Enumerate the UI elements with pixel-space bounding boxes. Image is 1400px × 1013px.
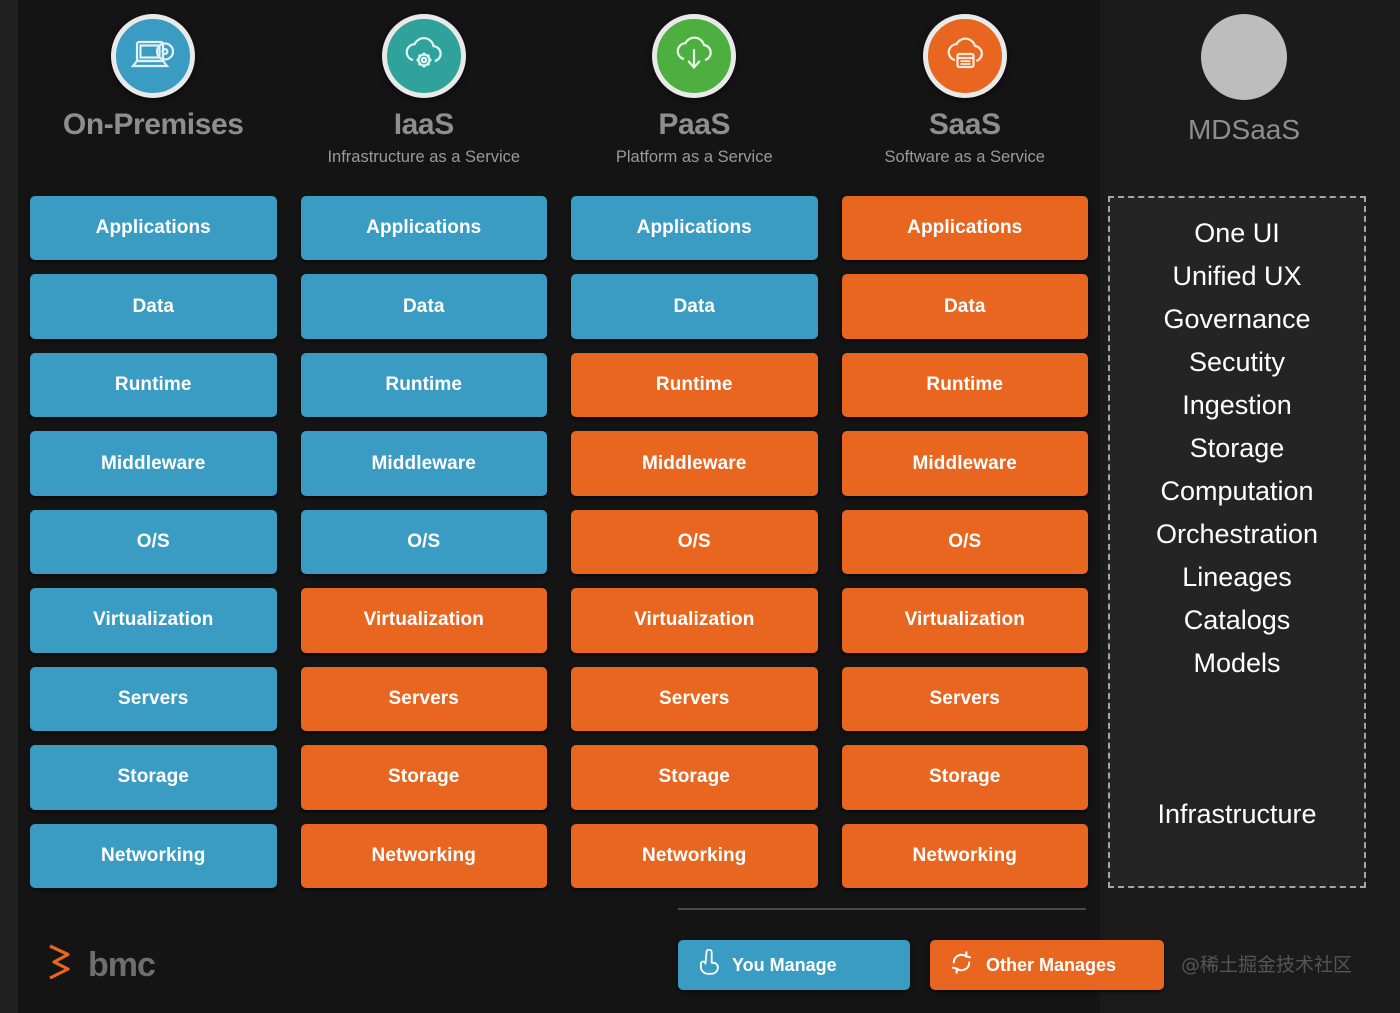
stack-cell[interactable]: O/S [841, 509, 1088, 575]
cloud-gear-icon [381, 14, 466, 98]
mdsaas-item: Unified UX [1172, 261, 1302, 291]
header-title: IaaS [393, 108, 455, 141]
legend-label: You Manage [732, 954, 837, 975]
gray-circle-icon [1201, 14, 1287, 100]
mdsaas-item: Ingestion [1182, 390, 1292, 420]
header-subtitle: Platform as a Service [615, 148, 773, 166]
stack-cell[interactable]: Servers [300, 666, 547, 732]
bmc-chevron-icon [44, 942, 78, 987]
left-edge-strip [0, 0, 18, 1013]
stack-cell[interactable]: Middleware [841, 431, 1088, 496]
column-iaas: Applications Data Runtime Middleware O/S… [289, 196, 560, 888]
stack-cell[interactable]: Virtualization [571, 588, 818, 653]
stack-cell[interactable]: Storage [571, 745, 818, 810]
mdsaas-item: Governance [1163, 304, 1311, 334]
mdsaas-item: Catalogs [1183, 605, 1291, 635]
cloud-download-icon [652, 14, 737, 98]
legend: You Manage Other Manages [678, 940, 1164, 990]
header-title: SaaS [928, 108, 1001, 141]
mdsaas-capability-panel: One UI Unified UX Governance Secutity In… [1108, 196, 1366, 888]
mdsaas-item: Secutity [1188, 347, 1286, 377]
stack-cell[interactable]: Storage [300, 745, 547, 810]
stack-cell[interactable]: Servers [841, 666, 1088, 732]
stack-cell[interactable]: Storage [30, 745, 277, 810]
stack-cell[interactable]: Storage [841, 745, 1088, 810]
cloud-window-icon [922, 14, 1007, 98]
legend-other-manages[interactable]: Other Manages [930, 940, 1164, 990]
mdsaas-item: Computation [1160, 476, 1314, 506]
refresh-cycle-icon [948, 949, 975, 981]
header-title: PaaS [658, 108, 731, 141]
stack-cell[interactable]: Virtualization [300, 588, 547, 653]
header-title: MDSaaS [1187, 114, 1301, 145]
stack-cell[interactable]: Networking [571, 823, 818, 888]
stack-cell[interactable]: Runtime [571, 352, 818, 418]
stack-cell[interactable]: O/S [571, 509, 818, 575]
stack-cell[interactable]: Virtualization [841, 588, 1088, 653]
header-subtitle: Software as a Service [884, 148, 1046, 166]
mdsaas-item: Storage [1189, 433, 1285, 463]
laptop-disc-icon [111, 14, 196, 98]
legend-you-manage[interactable]: You Manage [678, 940, 910, 990]
stack-cell[interactable]: Middleware [300, 431, 547, 496]
stack-cell[interactable]: Servers [30, 666, 277, 732]
stack-cell[interactable]: Applications [841, 196, 1088, 261]
stack-cell[interactable]: Runtime [300, 352, 547, 418]
stack-cell[interactable]: Servers [571, 666, 818, 732]
header-iaas[interactable]: IaaS Infrastructure as a Service [289, 4, 560, 190]
stack-cell[interactable]: Data [841, 274, 1088, 339]
header-on-premises[interactable]: On-Premises [18, 4, 289, 190]
pointing-hand-icon [696, 948, 721, 982]
mdsaas-item: Orchestration [1155, 519, 1319, 549]
service-stack-grid: Applications Data Runtime Middleware O/S… [18, 196, 1100, 888]
stack-cell[interactable]: Middleware [571, 431, 818, 496]
column-headers: On-Premises IaaS Infrastructure as a Ser… [18, 4, 1100, 190]
stack-cell[interactable]: Middleware [30, 431, 277, 496]
stack-cell[interactable]: Data [30, 274, 277, 339]
stack-cell[interactable]: Virtualization [30, 588, 277, 653]
bmc-wordmark: bmc [88, 945, 156, 984]
header-subtitle: Infrastructure as a Service [327, 148, 521, 166]
mdsaas-item: Models [1193, 648, 1281, 678]
mdsaas-item: Lineages [1182, 562, 1292, 592]
stack-cell[interactable]: Networking [300, 823, 547, 888]
stack-cell[interactable]: Applications [571, 196, 818, 261]
mdsaas-item: One UI [1194, 218, 1280, 248]
stack-cell[interactable]: Networking [30, 823, 277, 888]
bmc-logo[interactable]: bmc [44, 942, 156, 987]
mdsaas-footer-label: Infrastructure [1157, 799, 1317, 829]
header-paas[interactable]: PaaS Platform as a Service [559, 4, 830, 190]
header-mdsaas[interactable]: MDSaaS [1100, 4, 1388, 190]
stack-cell[interactable]: Data [300, 274, 547, 339]
header-title: On-Premises [62, 108, 244, 141]
stack-cell[interactable]: Networking [841, 823, 1088, 888]
legend-label: Other Manages [986, 954, 1117, 975]
stack-cell[interactable]: Applications [300, 196, 547, 261]
stack-cell[interactable]: Data [571, 274, 818, 339]
header-saas[interactable]: SaaS Software as a Service [830, 4, 1101, 190]
stack-cell[interactable]: Applications [30, 196, 277, 261]
column-saas: Applications Data Runtime Middleware O/S… [830, 196, 1101, 888]
stack-cell[interactable]: Runtime [30, 352, 277, 418]
column-paas: Applications Data Runtime Middleware O/S… [559, 196, 830, 888]
stack-cell[interactable]: O/S [300, 509, 547, 575]
stack-cell[interactable]: O/S [30, 509, 277, 575]
footer-divider [678, 908, 1086, 910]
column-on-premises: Applications Data Runtime Middleware O/S… [18, 196, 289, 888]
watermark: @稀土掘金技术社区 [1181, 954, 1353, 976]
stack-cell[interactable]: Runtime [841, 352, 1088, 418]
